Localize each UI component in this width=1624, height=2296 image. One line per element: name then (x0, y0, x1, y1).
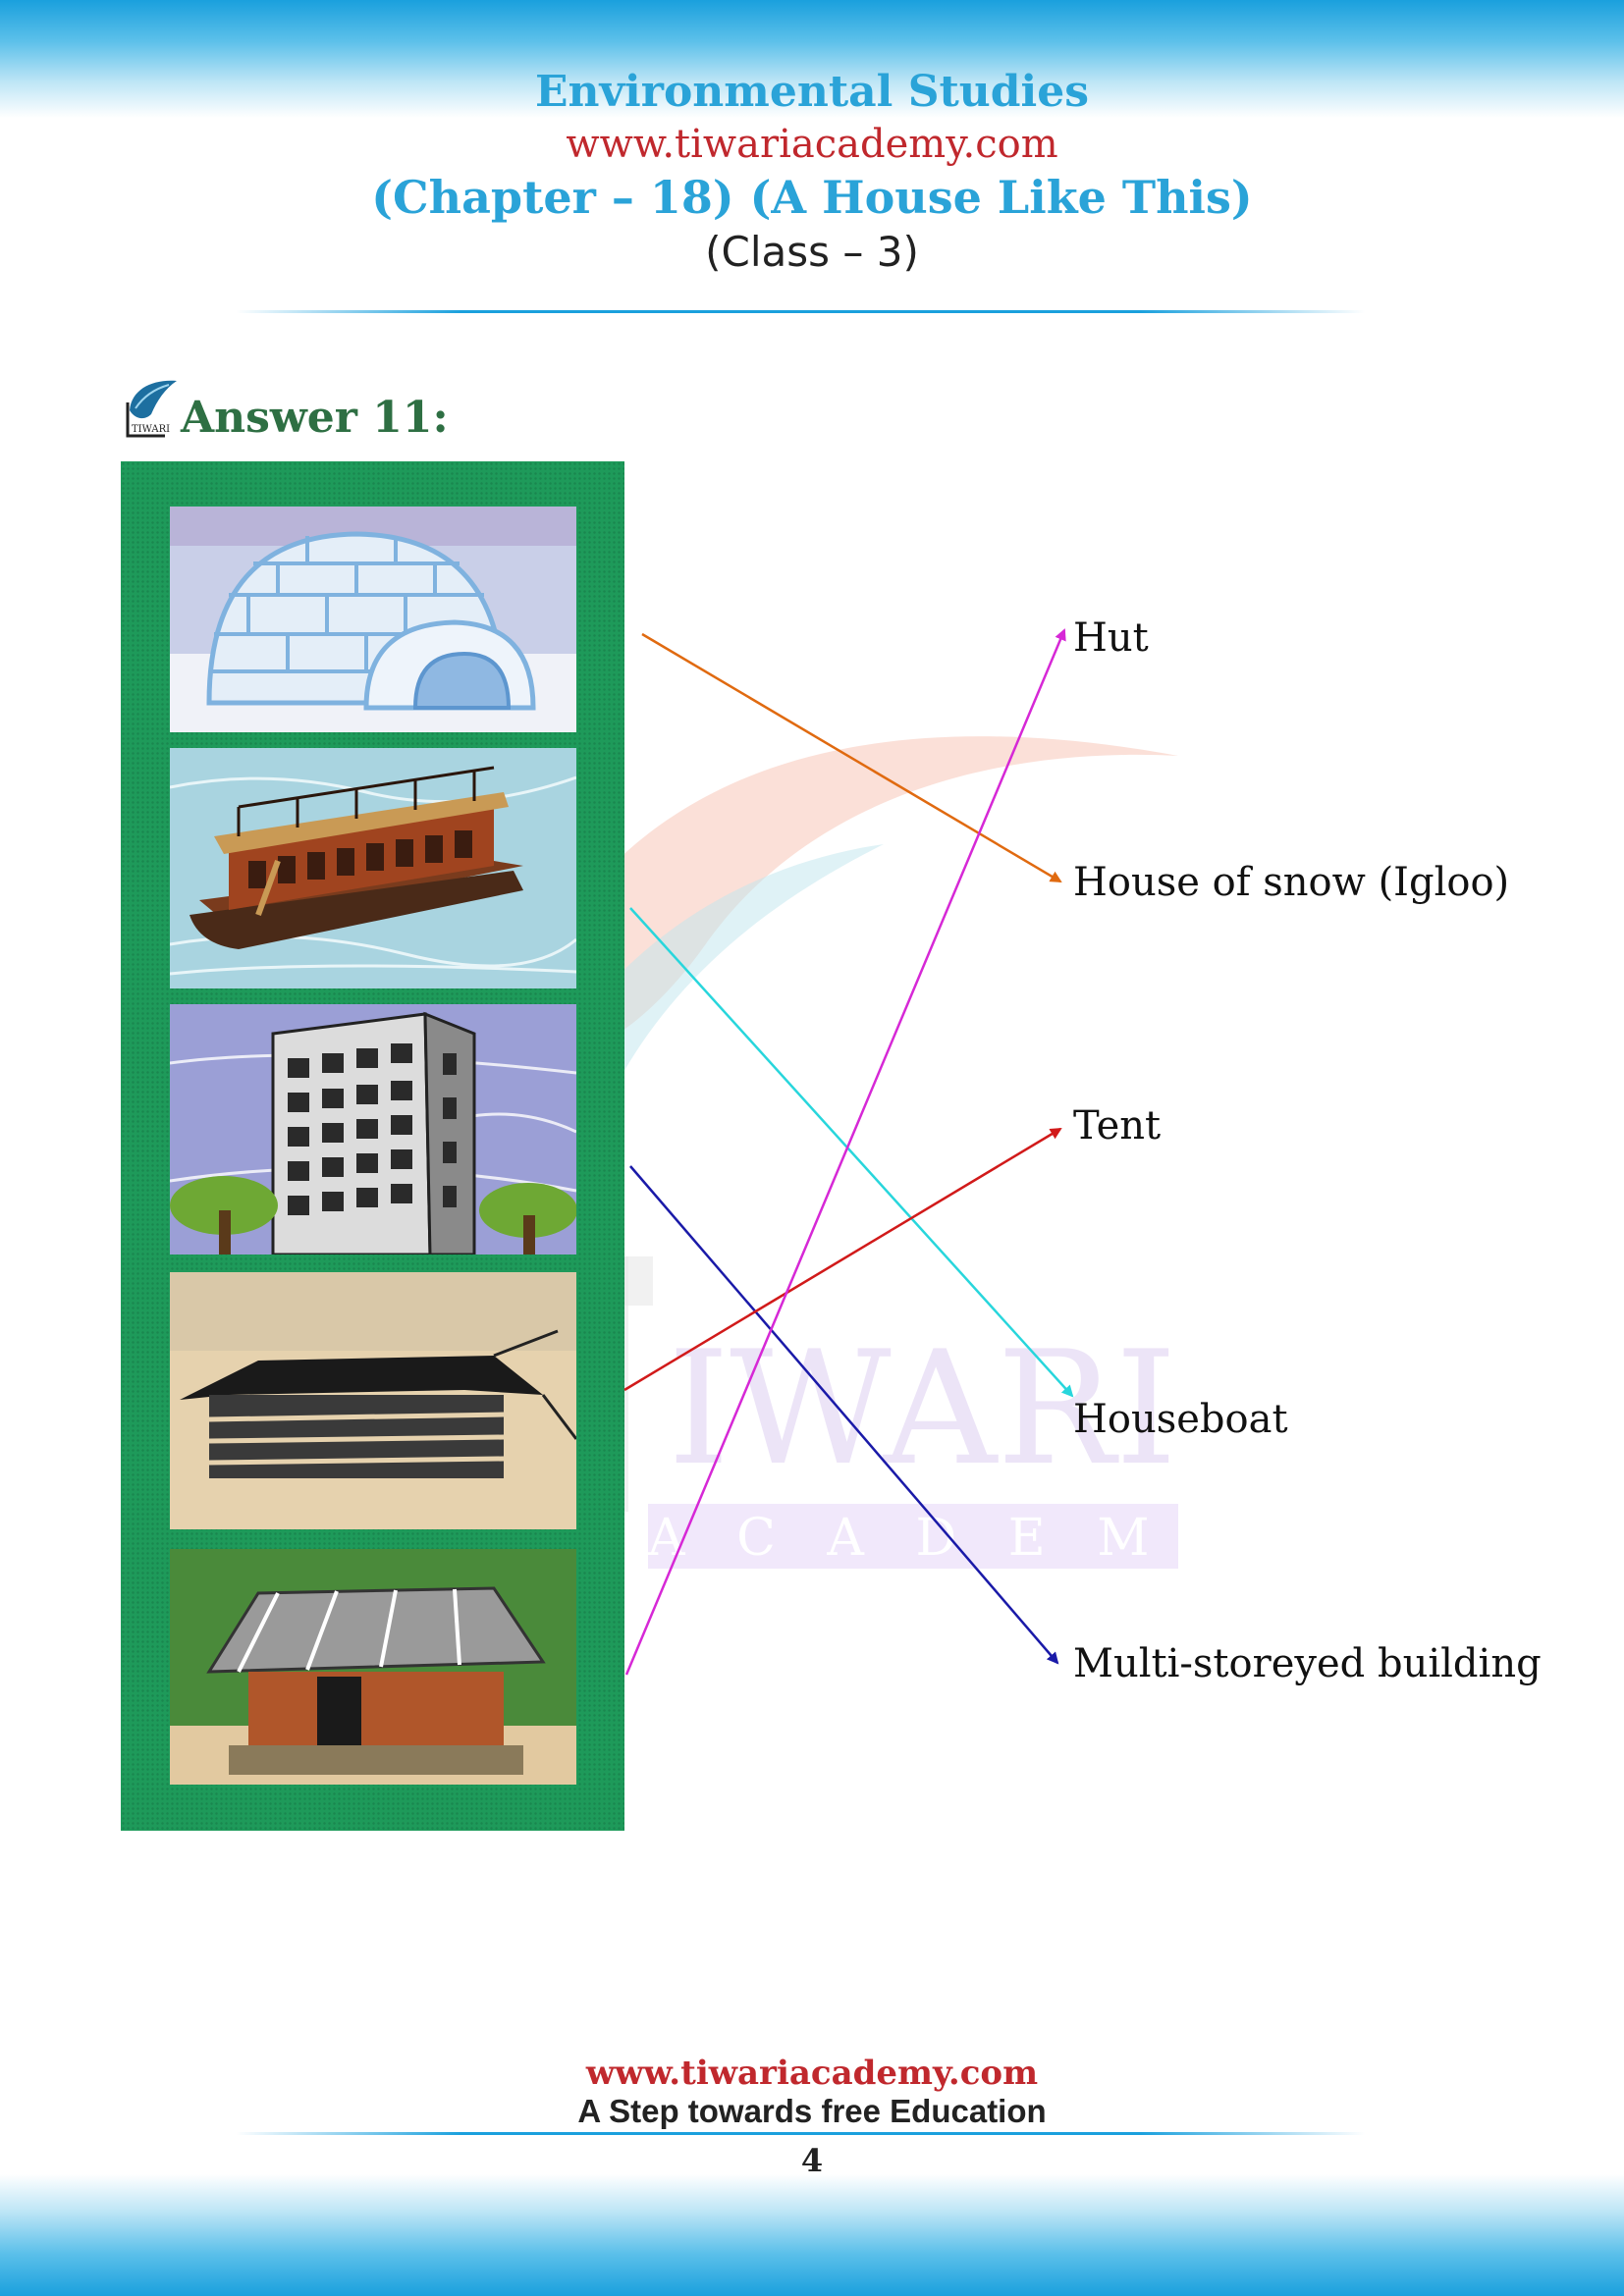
footer-divider (236, 2132, 1365, 2135)
match-line-houseboat (630, 908, 1072, 1396)
match-line-building (630, 1166, 1057, 1663)
match-line-igloo (642, 634, 1060, 881)
label-houseboat: Houseboat (1073, 1400, 1288, 1439)
label-multi-storeyed-building: Multi-storeyed building (1073, 1644, 1542, 1683)
match-line-hut (626, 630, 1064, 1675)
match-line-tent (624, 1129, 1060, 1390)
footer-website: www.tiwariacademy.com (0, 2054, 1624, 2093)
footer-tagline: A Step towards free Education (0, 2093, 1624, 2130)
label-tent: Tent (1073, 1106, 1161, 1146)
label-hut: Hut (1073, 618, 1149, 658)
label-igloo: House of snow (Igloo) (1073, 863, 1509, 902)
bottom-gradient-band (0, 2174, 1624, 2296)
